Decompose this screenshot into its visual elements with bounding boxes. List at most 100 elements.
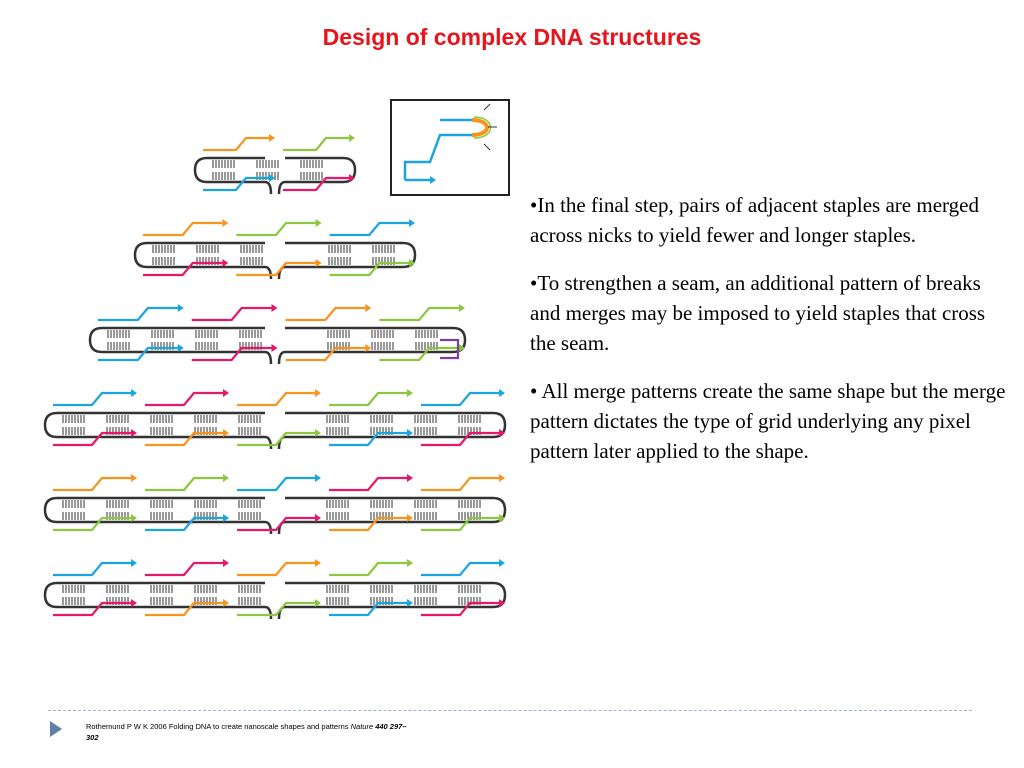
staple-arrowhead [131, 559, 137, 567]
staple-strand [329, 516, 407, 532]
staple-strand [421, 431, 499, 447]
slide-title: Design of complex DNA structures [322, 24, 702, 50]
staple-arrowhead [409, 219, 415, 227]
staple-arrowhead [177, 344, 184, 352]
dna-origami-merge-diagram [43, 99, 510, 620]
staple-strand [237, 391, 315, 407]
staple-arrowhead [315, 599, 321, 607]
staple-arrowhead [499, 429, 505, 437]
staple-arrowhead [131, 514, 137, 522]
staple-arrowhead [222, 219, 229, 227]
citation-ref: 440 297– [373, 722, 407, 731]
staple-strand [237, 601, 315, 617]
scaffold-strand [264, 350, 273, 365]
staple-arrowhead [271, 344, 278, 352]
staple-arrowhead [315, 259, 322, 267]
staple-arrowhead [407, 474, 413, 482]
staple-strand [236, 261, 316, 277]
staple-arrowhead [223, 599, 229, 607]
staple-strand [145, 431, 223, 447]
staple-strand [191, 346, 272, 362]
staple-arrowhead [407, 429, 413, 437]
staple-arrowhead [499, 599, 505, 607]
bullet-item: •In the final step, pairs of adjacent st… [530, 193, 979, 247]
staple-strand [98, 346, 178, 362]
scaffold-strand [285, 156, 357, 184]
staple-strand [53, 516, 131, 532]
staple-arrowhead [365, 344, 372, 352]
staple-arrowhead [315, 219, 322, 227]
staple-arrowhead [223, 514, 229, 522]
staple-arrowhead [223, 389, 229, 397]
staple-arrowhead [407, 599, 413, 607]
staple-strand [421, 561, 499, 577]
staple-arrowhead [365, 304, 372, 312]
staple-arrowhead [407, 514, 413, 522]
staple-strand [203, 136, 269, 152]
staple-arrowhead [131, 389, 137, 397]
staple-arrowhead [177, 304, 184, 312]
scaffold-strand [264, 265, 273, 280]
staple-arrowhead [315, 474, 321, 482]
staple-arrowhead [223, 429, 229, 437]
staple-arrowhead [223, 559, 229, 567]
staple-arrowhead [349, 174, 355, 182]
staple-strand [237, 516, 315, 532]
inset-crossover-detail [390, 99, 510, 196]
staple-strand [283, 176, 349, 192]
scaffold-strand [285, 581, 507, 609]
staple-strand [283, 136, 349, 152]
scaffold-strand [264, 520, 273, 535]
staple-strand [145, 516, 223, 532]
staple-strand [285, 306, 366, 322]
staple-strand [329, 391, 407, 407]
staple-strand [53, 476, 131, 492]
staple-arrowhead [499, 514, 505, 522]
staple-strand [53, 601, 131, 617]
staple-strand [329, 431, 407, 447]
staple-strand [379, 346, 459, 362]
staple-arrowhead [407, 389, 413, 397]
staple-arrowhead [315, 559, 321, 567]
staple-arrowhead [499, 389, 505, 397]
scaffold-strand [88, 326, 265, 354]
staple-strand [53, 561, 131, 577]
footer-divider [48, 710, 972, 711]
staple-strand [98, 306, 178, 322]
staple-arrowhead [459, 344, 465, 352]
staple-strand [379, 306, 459, 322]
staple-strand [145, 391, 223, 407]
staple-strand [329, 561, 407, 577]
triangle-right-icon [50, 721, 62, 737]
staple-strand [237, 431, 315, 447]
staple-arrowhead [269, 134, 275, 142]
staple-arrowhead [315, 389, 321, 397]
staple-arrowhead [499, 474, 505, 482]
scaffold-strand [193, 156, 265, 184]
scaffold-strand [277, 350, 286, 365]
origami-lattice [43, 134, 507, 620]
scaffold-strand [43, 411, 265, 439]
staple-strand [329, 261, 409, 277]
scaffold-strand [277, 180, 286, 195]
bullet-item: •To strengthen a seam, an additional pat… [530, 271, 986, 355]
staple-strand [421, 391, 499, 407]
staple-strand [145, 601, 223, 617]
staple-strand [236, 221, 316, 237]
staple-arrowhead [222, 259, 229, 267]
staple-strand [53, 431, 131, 447]
staple-strand [329, 221, 409, 237]
staple-arrowhead [131, 429, 137, 437]
citation-authors: Rothemund P W K 2006 Folding DNA to crea… [86, 722, 351, 731]
staple-strand-purple [440, 338, 460, 360]
staple-strand [143, 261, 223, 277]
staple-arrowhead [315, 429, 321, 437]
staple-arrowhead [349, 134, 355, 142]
staple-arrowhead [131, 599, 137, 607]
staple-strand [237, 476, 315, 492]
bullet-list: •In the final step, pairs of adjacent st… [530, 190, 1010, 484]
citation-ref-line2: 302 [86, 733, 99, 742]
staple-strand [143, 221, 223, 237]
staple-strand [191, 306, 272, 322]
staple-arrowhead [315, 514, 321, 522]
